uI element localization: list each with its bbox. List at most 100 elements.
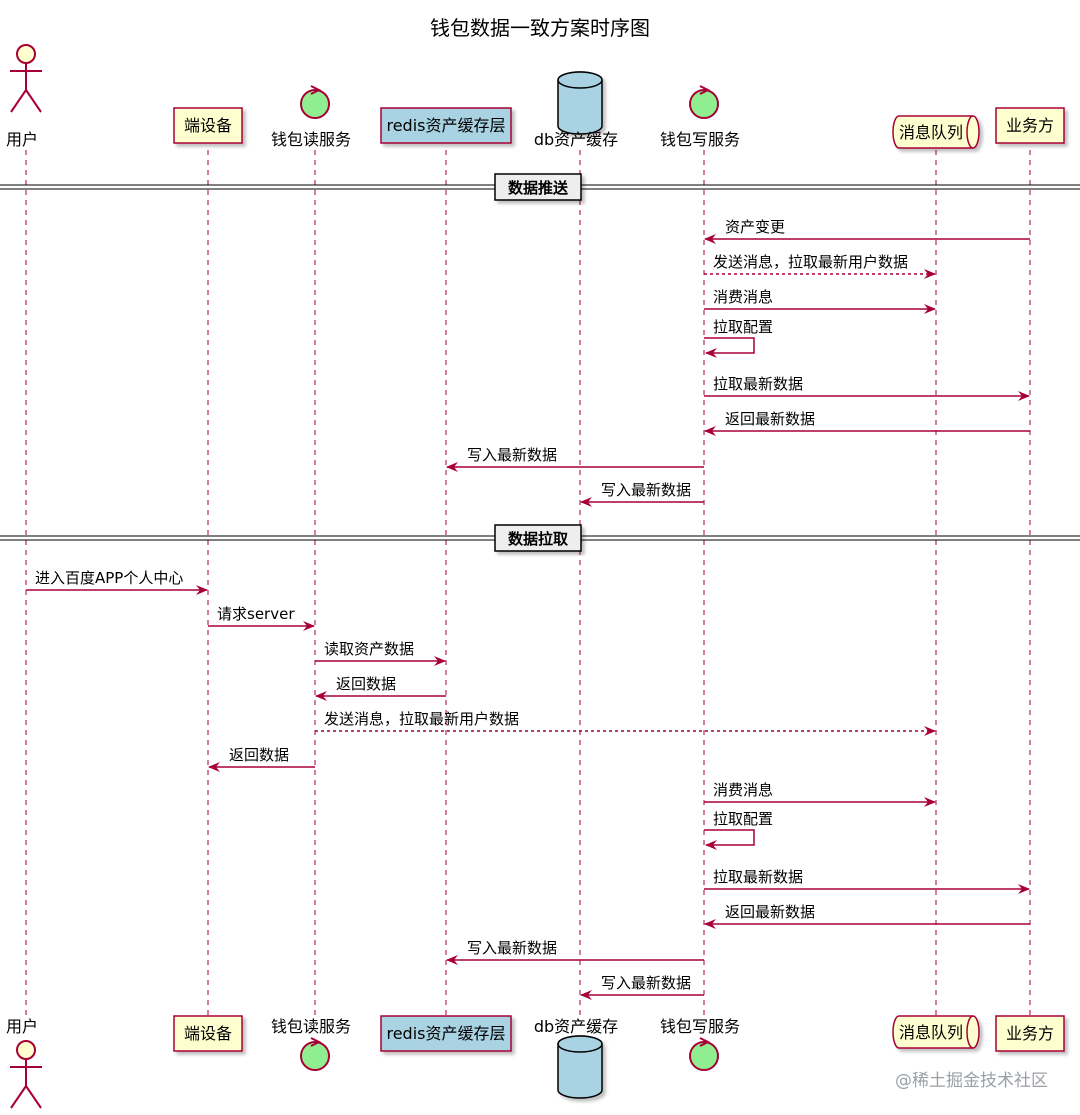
participant-read_svc-top: 钱包读服务 xyxy=(271,85,351,149)
participant-db-top: db资产缓存 xyxy=(534,71,618,149)
message: 返回数据 xyxy=(208,746,315,772)
participant-label: 钱包读服务 xyxy=(271,1017,351,1036)
message-label: 消费消息 xyxy=(713,781,773,799)
participant-read_svc-bottom: 钱包读服务 xyxy=(271,1017,351,1071)
message-label: 读取资产数据 xyxy=(324,640,414,658)
message-label: 返回数据 xyxy=(336,675,396,693)
participant-label: 消息队列 xyxy=(899,123,963,142)
message: 返回最新数据 xyxy=(704,903,1030,929)
message: 写入最新数据 xyxy=(446,446,704,472)
actor-icon xyxy=(10,44,42,113)
participant-biz-bottom: 业务方 xyxy=(995,1015,1065,1052)
message: 写入最新数据 xyxy=(580,974,704,1000)
control-icon xyxy=(689,1037,719,1071)
participant-biz-top: 业务方 xyxy=(995,107,1065,144)
participant-label: 钱包写服务 xyxy=(660,130,740,149)
message-label: 写入最新数据 xyxy=(601,974,691,992)
participants: 用户用户端设备端设备钱包读服务钱包读服务redis资产缓存层redis资产缓存层… xyxy=(6,44,1065,1109)
participant-label: 业务方 xyxy=(1006,1024,1054,1043)
message: 拉取最新数据 xyxy=(704,375,1030,401)
message-label: 返回最新数据 xyxy=(725,410,815,428)
participant-label: 消息队列 xyxy=(899,1023,963,1042)
message-label: 拉取配置 xyxy=(713,318,773,336)
message: 消费消息 xyxy=(704,288,936,314)
message-label: 写入最新数据 xyxy=(467,939,557,957)
message-label: 写入最新数据 xyxy=(467,446,557,464)
message-label: 消费消息 xyxy=(713,288,773,306)
message-label: 返回最新数据 xyxy=(725,903,815,921)
message: 返回最新数据 xyxy=(704,410,1030,436)
database-icon xyxy=(557,71,603,135)
participant-label: 钱包读服务 xyxy=(271,130,351,149)
participant-user-bottom: 用户 xyxy=(6,1017,42,1109)
participant-label: db资产缓存 xyxy=(534,1017,618,1036)
message: 进入百度APP个人中心 xyxy=(26,569,208,595)
message: 返回数据 xyxy=(315,675,446,701)
participant-label: redis资产缓存层 xyxy=(386,1024,505,1043)
control-icon xyxy=(300,85,330,119)
database-icon xyxy=(557,1035,603,1099)
divider-label-box xyxy=(494,524,582,552)
participant-label: 用户 xyxy=(6,1017,38,1036)
control-icon xyxy=(300,1037,330,1071)
lifelines xyxy=(25,150,1031,1018)
participant-label: 用户 xyxy=(6,130,38,149)
participant-write_svc-bottom: 钱包写服务 xyxy=(660,1017,740,1071)
diagram-title: 钱包数据一致方案时序图 xyxy=(430,16,650,40)
message-label: 资产变更 xyxy=(725,218,785,236)
participant-label: redis资产缓存层 xyxy=(386,116,505,135)
message: 写入最新数据 xyxy=(580,481,704,507)
control-icon xyxy=(689,85,719,119)
participant-mq-top: 消息队列 xyxy=(892,115,980,149)
watermark: @稀土掘金技术社区 xyxy=(895,1071,1048,1091)
message: 写入最新数据 xyxy=(446,939,704,965)
message-label: 请求server xyxy=(217,605,295,623)
message-label: 拉取配置 xyxy=(713,810,773,828)
participant-box xyxy=(173,107,243,144)
participant-label: 钱包写服务 xyxy=(660,1017,740,1036)
participant-label: 端设备 xyxy=(184,1024,232,1043)
message-label: 返回数据 xyxy=(229,746,289,764)
participant-box xyxy=(995,1015,1065,1052)
message: 发送消息，拉取最新用户数据 xyxy=(704,253,936,279)
participant-box xyxy=(995,107,1065,144)
actor-icon xyxy=(10,1040,42,1109)
participant-redis-top: redis资产缓存层 xyxy=(380,107,512,144)
messages: 资产变更发送消息，拉取最新用户数据消费消息拉取配置拉取最新数据返回最新数据写入最… xyxy=(26,218,1030,1000)
participant-mq-bottom: 消息队列 xyxy=(892,1015,980,1049)
participant-db-bottom: db资产缓存 xyxy=(534,1017,618,1099)
message: 拉取最新数据 xyxy=(704,868,1030,894)
message: 发送消息，拉取最新用户数据 xyxy=(315,710,936,736)
section-divider: 数据推送 xyxy=(0,173,1080,201)
message: 资产变更 xyxy=(704,218,1030,244)
message-label: 拉取最新数据 xyxy=(713,375,803,393)
participant-label: db资产缓存 xyxy=(534,130,618,149)
message-label: 发送消息，拉取最新用户数据 xyxy=(713,253,908,271)
participant-user-top: 用户 xyxy=(6,44,42,149)
participant-label: 业务方 xyxy=(1006,116,1054,135)
message: 拉取配置 xyxy=(704,810,773,850)
queue-icon: 消息队列 xyxy=(892,1015,980,1049)
section-divider: 数据拉取 xyxy=(0,524,1080,552)
divider-label-box xyxy=(494,173,582,201)
message: 请求server xyxy=(208,605,315,631)
participant-box xyxy=(380,107,512,144)
message: 消费消息 xyxy=(704,781,936,807)
message-label: 进入百度APP个人中心 xyxy=(35,569,183,587)
divider-label: 数据拉取 xyxy=(508,530,569,548)
queue-icon: 消息队列 xyxy=(892,115,980,149)
participant-device-bottom: 端设备 xyxy=(173,1015,243,1052)
participant-box xyxy=(173,1015,243,1052)
message: 拉取配置 xyxy=(704,318,773,358)
participant-label: 端设备 xyxy=(184,116,232,135)
message-label: 写入最新数据 xyxy=(601,481,691,499)
message-label: 发送消息，拉取最新用户数据 xyxy=(324,710,519,728)
self-arrow xyxy=(704,337,755,358)
divider-label: 数据推送 xyxy=(508,179,569,197)
participant-redis-bottom: redis资产缓存层 xyxy=(380,1015,512,1052)
participant-write_svc-top: 钱包写服务 xyxy=(660,85,740,149)
participant-device-top: 端设备 xyxy=(173,107,243,144)
participant-box xyxy=(380,1015,512,1052)
